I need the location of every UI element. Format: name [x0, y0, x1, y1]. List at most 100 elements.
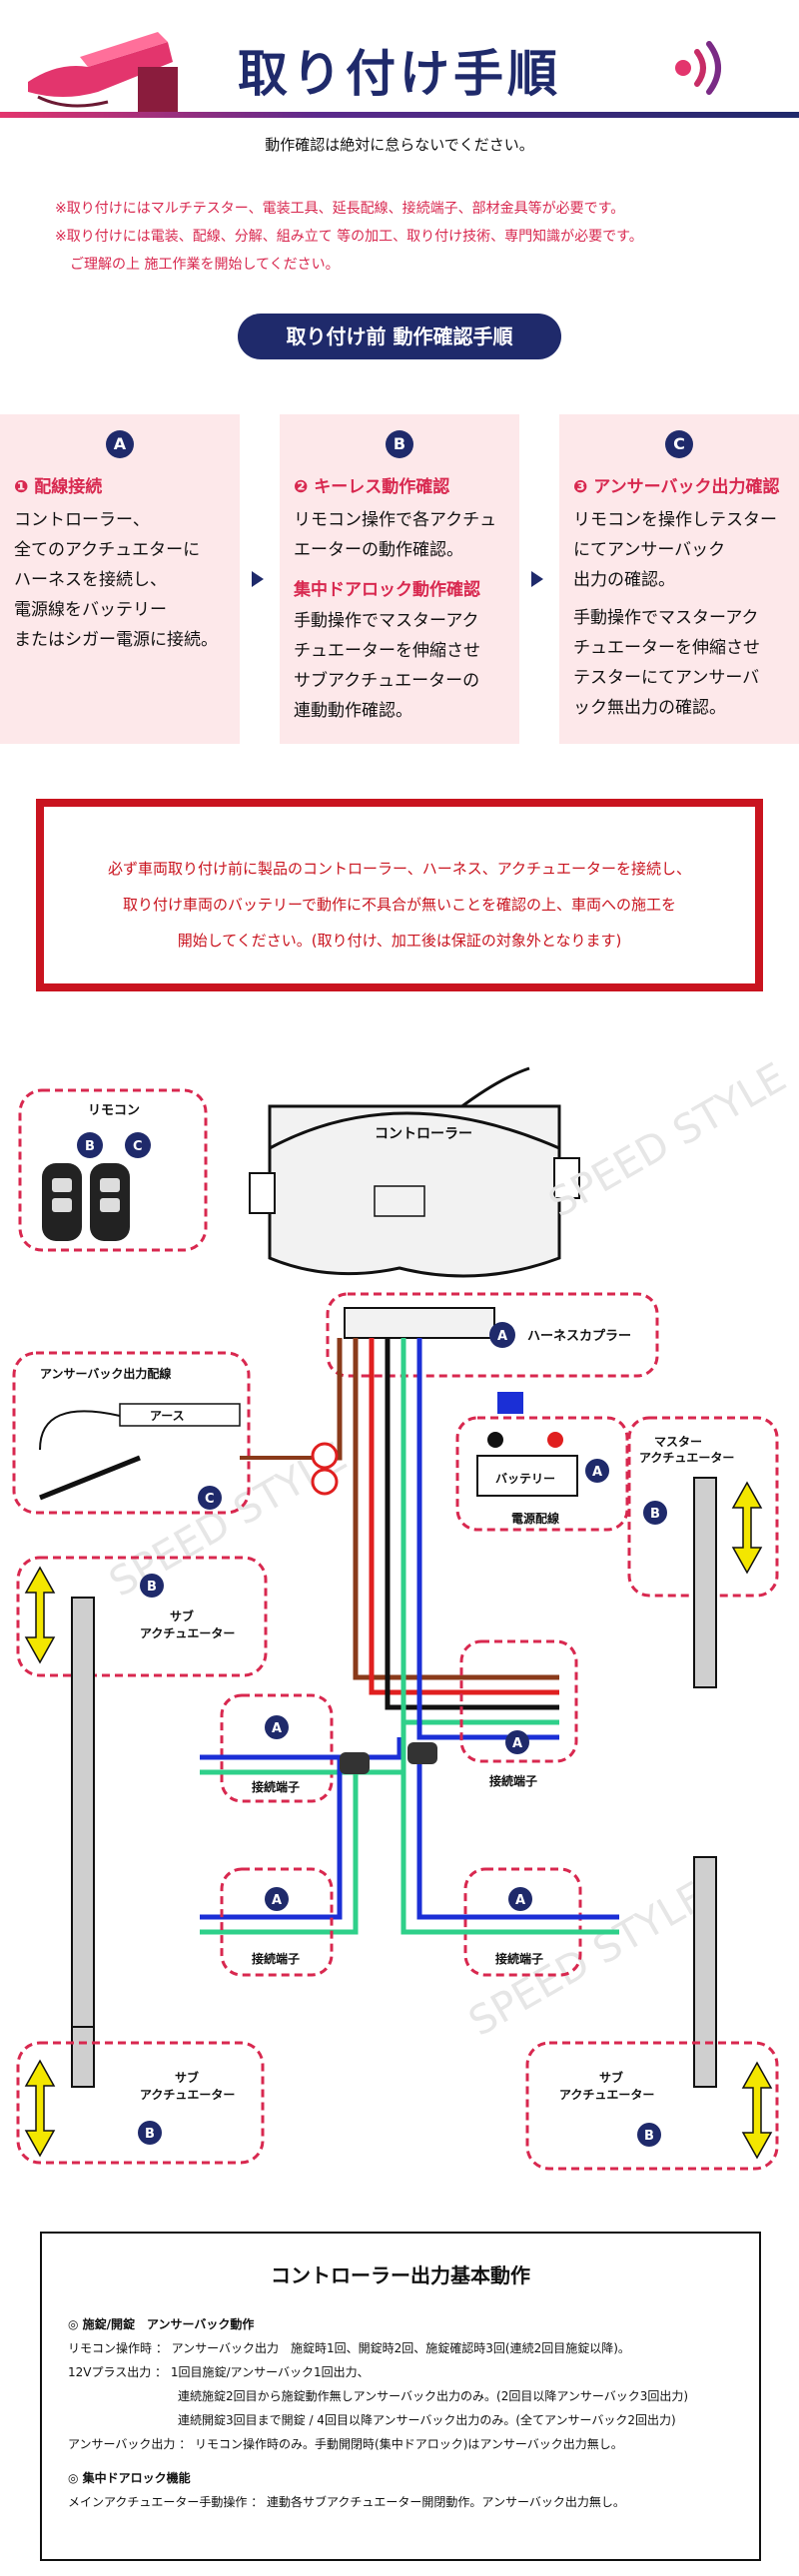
output-title: コントローラー出力基本動作: [271, 2263, 530, 2287]
answerback-label: アンサーバック出力配線: [40, 1366, 171, 1381]
signal-icon: [675, 41, 721, 95]
remote-key-fob-icon: [42, 1163, 130, 1241]
output-row: メインアクチュエーター手動操作 ： 連動各サブアクチュエーター開閉動作。アンサー…: [68, 2495, 625, 2509]
sub-label: サブ: [599, 2070, 623, 2085]
card-body-line: サブアクチュエーターの: [294, 671, 480, 691]
sub-box: [16, 1556, 268, 1677]
earth-label: アース: [150, 1409, 185, 1423]
card-body-line: リモコン操作で各アクチュ: [294, 510, 497, 530]
page-title: 取り付け手順: [238, 45, 561, 103]
card-heading: ❸ アンサーバック出力確認: [573, 477, 780, 497]
extend-arrow-icon: [24, 2059, 56, 2158]
actuator-icon: [693, 1477, 717, 1688]
badge-b: B: [147, 1580, 157, 1595]
terminal-box: [463, 1867, 582, 1977]
output-row: 連続施錠2回目から施錠動作無しアンサーバック出力のみ。(2回目以降アンサーバック…: [178, 2389, 689, 2403]
step-card-c: C ❸ アンサーバック出力確認 リモコンを操作しテスター にてアンサーバック 出…: [559, 414, 799, 744]
terminal-box: [220, 1867, 334, 1977]
warning-line: 必ず車両取り付け前に製品のコントローラー、ハーネス、アクチュエーターを接続し、: [107, 860, 692, 878]
card-body-line: ハーネスを接続し、: [14, 570, 167, 590]
harness-label: ハーネスカプラー: [527, 1329, 631, 1344]
warning-line: 開始してください。(取り付け、加工後は保証の対象外となります): [177, 932, 622, 950]
badge-a: A: [515, 1893, 525, 1908]
note-line: ご理解の上 施工作業を開始してください。: [70, 257, 340, 273]
sub-label: サブ: [170, 1609, 194, 1623]
step-card-a: A ❶ 配線接続 コントローラー、 全てのアクチュエターに ハーネスを接続し、 …: [0, 414, 240, 744]
output-row: リモコン操作時 ： アンサーバック出力 施錠時1回、開錠時2回、施錠確認時3回(…: [68, 2341, 630, 2355]
terminal-box: [459, 1639, 578, 1763]
header-divider: [0, 112, 799, 118]
terminal-label: 接続端子: [489, 1773, 537, 1788]
sub-box: [16, 2041, 265, 2165]
junction-icon: [407, 1742, 437, 1764]
warning-box: 必ず車両取り付け前に製品のコントローラー、ハーネス、アクチュエーターを接続し、 …: [36, 799, 763, 991]
output-section: ◎ 集中ドアロック機能: [68, 2471, 191, 2485]
sub-label-2: アクチュエーター: [559, 2088, 654, 2102]
battery-label: バッテリー: [495, 1472, 555, 1486]
terminal-label: 接続端子: [252, 1951, 300, 1966]
junction-icon: [340, 1752, 370, 1774]
step-card-b: B ❷ キーレス動作確認 リモコン操作で各アクチュ エーターの動作確認。 集中ド…: [280, 414, 519, 744]
svg-text:SPEED STYLE: SPEED STYLE: [541, 1054, 794, 1227]
battery-icon: [476, 1455, 578, 1497]
plus-terminal-icon: [311, 1468, 339, 1496]
card-body-line: 手動操作でマスターアク: [573, 608, 759, 628]
tester-probe-icon: [39, 1455, 141, 1501]
remote-label: リモコン: [88, 1103, 140, 1118]
section-pill: 取り付け前 動作確認手順: [238, 314, 561, 359]
badge-c: C: [665, 430, 693, 458]
master-label: マスター: [654, 1435, 702, 1449]
card-body-line: リモコンを操作しテスター: [573, 510, 777, 530]
step-arrow-icon: [531, 571, 543, 587]
card-body-line: チュエーターを伸縮させ: [573, 638, 760, 658]
master-label-2: アクチュエーター: [639, 1451, 734, 1465]
sub-box: [525, 2041, 779, 2171]
badge-a: A: [497, 1329, 507, 1344]
badge-c: C: [205, 1492, 215, 1507]
card-body-line: テスターにてアンサーバ: [573, 668, 760, 688]
extend-arrow-icon: [24, 1566, 56, 1664]
sub-label-2: アクチュエーター: [140, 1626, 235, 1640]
answerback-box: [12, 1351, 251, 1515]
output-row: 連続開錠3回目まで開錠 / 4回目以降アンサーバック出力のみ。(全てアンサーバッ…: [178, 2413, 676, 2427]
controller-label: コントローラー: [375, 1126, 472, 1142]
card-body-line: ック無出力の確認。: [573, 698, 726, 718]
card-body-line: 電源線をバッテリー: [14, 600, 167, 620]
note-line: ※取り付けには電装、配線、分解、組み立て 等の加工、取り付け技術、専門知識が必要…: [55, 229, 643, 245]
card-body-line: コントローラー、: [14, 510, 150, 530]
card-body-line: にてアンサーバック: [573, 540, 726, 560]
card-heading: ❷ キーレス動作確認: [294, 477, 450, 497]
card-body-line: チュエーターを伸縮させ: [294, 641, 480, 661]
antenna-icon: [458, 1066, 530, 1110]
page-subtitle: 動作確認は絶対に怠らないでください。: [265, 136, 534, 154]
card-body-line: 出力の確認。: [573, 570, 675, 590]
card-body-line: またはシガー電源に接続。: [14, 630, 218, 650]
card-body-line: 連動動作確認。: [294, 701, 412, 721]
step-arrow-icon: [252, 571, 264, 587]
output-row: 12Vプラス出力 ： 1回目施錠/アンサーバック1回出力、: [68, 2365, 370, 2379]
output-summary-box: コントローラー出力基本動作 ◎ 施錠/開錠 アンサーバック動作 リモコン操作時 …: [40, 2232, 761, 2561]
note-line: ※取り付けにはマルチテスター、電装工具、延長配線、接続端子、部材金具等が必要です…: [55, 201, 625, 217]
badge-a: A: [272, 1721, 282, 1736]
badge-a: A: [272, 1893, 282, 1908]
terminal-box: [220, 1693, 334, 1803]
terminal-label: 接続端子: [252, 1779, 300, 1794]
actuator-icon: [71, 1597, 95, 2028]
extend-arrow-icon: [731, 1481, 763, 1575]
badge-a: A: [512, 1736, 522, 1751]
warning-line: 取り付け車両のバッテリーで動作に不具合が無いことを確認の上、車両への施工を: [122, 896, 677, 914]
card-body-line: 全てのアクチュエターに: [14, 540, 201, 560]
badge-b: B: [386, 430, 413, 458]
output-row: アンサーバック出力 ： リモコン操作時のみ。手動開閉時(集中ドアロック)はアンサ…: [68, 2437, 623, 2451]
badge-a: A: [592, 1465, 602, 1480]
actuator-icon: [693, 1856, 717, 2088]
harness-box: [326, 1292, 659, 1378]
badge-b: B: [644, 2129, 654, 2144]
card-body-line: エーターの動作確認。: [294, 540, 463, 560]
badge-b: B: [145, 2127, 155, 2142]
wiring-diagram: コントローラー SPEED STYLE SPEED STYLE SPEED ST…: [12, 1054, 794, 2171]
battery-box: [455, 1416, 629, 1532]
plus-terminal-icon: [311, 1442, 339, 1470]
card-body-line: 手動操作でマスターアク: [294, 611, 479, 631]
power-label: 電源配線: [511, 1511, 559, 1526]
